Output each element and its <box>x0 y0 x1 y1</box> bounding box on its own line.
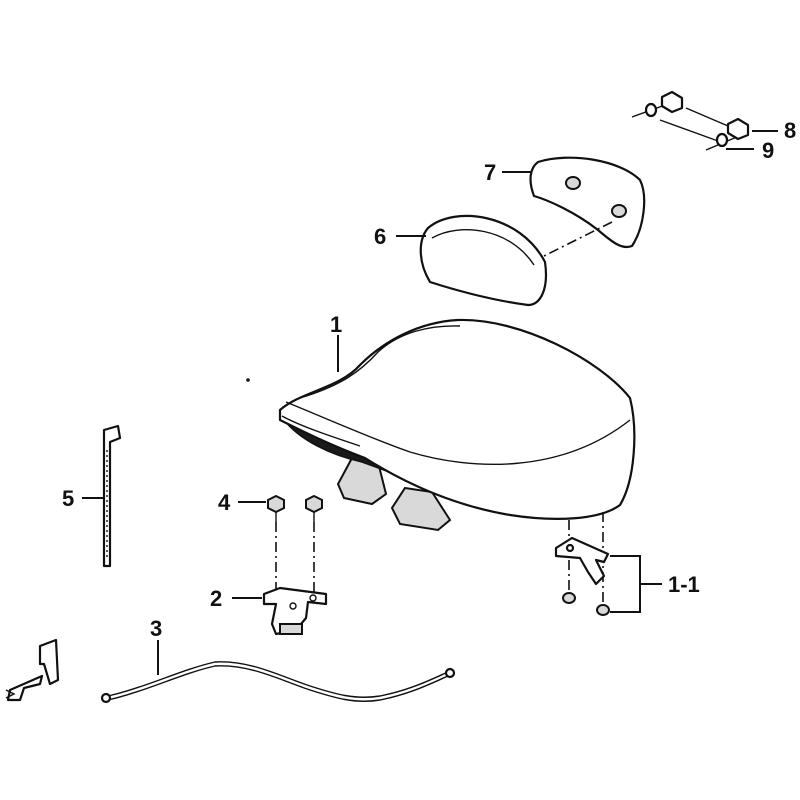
nut-upper <box>660 90 684 114</box>
callout-bolt: 4 <box>218 490 231 515</box>
backrest-pad <box>419 214 548 307</box>
nut-lower <box>726 117 750 141</box>
seat-bracket <box>554 536 610 586</box>
callout-seat-bracket-set: 1-1 <box>668 572 700 597</box>
cable-end-left <box>100 692 112 704</box>
nut-washer-assembly <box>631 90 750 151</box>
plate-stud-hole-2 <box>611 204 627 218</box>
callout-cable-tie: 5 <box>62 486 74 511</box>
front-arrow-icon <box>5 638 60 702</box>
bolt-left <box>267 494 285 514</box>
callout-nut: 8 <box>784 118 796 143</box>
bolts <box>267 494 323 594</box>
release-cable <box>100 661 456 704</box>
cable-tie <box>102 424 122 568</box>
plate-stud-hole-1 <box>565 176 581 190</box>
seat <box>278 318 636 532</box>
callout-washer: 9 <box>762 138 774 163</box>
bracket-nut-left <box>562 592 576 604</box>
callout-lock-bracket: 2 <box>210 586 222 611</box>
seat-bracket-set <box>554 512 610 616</box>
bolt-right <box>305 494 323 514</box>
cable-end-right <box>444 667 456 679</box>
callout-release-cable: 3 <box>150 616 162 641</box>
lock-bracket <box>262 586 328 636</box>
callout-backrest: 6 <box>374 224 386 249</box>
bracket-nut-right <box>596 604 610 616</box>
callout-seat: 1 <box>330 312 342 337</box>
callout-backrest-plate: 7 <box>484 160 496 185</box>
backrest-plate <box>529 156 646 249</box>
reference-dot <box>246 378 250 382</box>
